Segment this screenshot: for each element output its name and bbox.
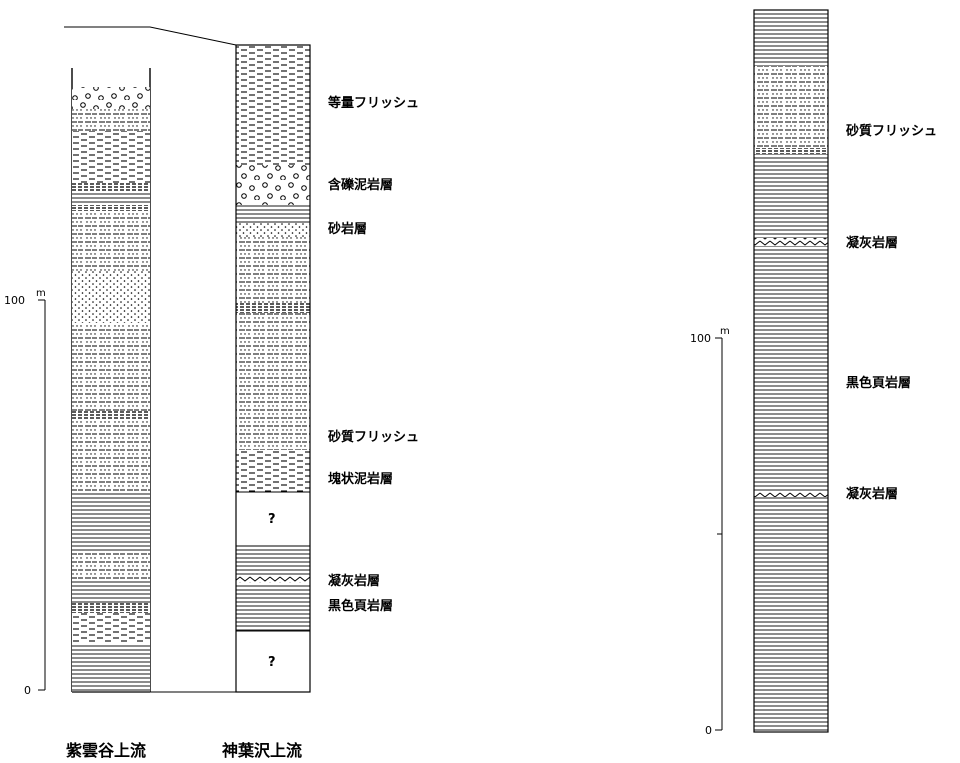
- unknown-mark: ?: [268, 655, 276, 670]
- bed-unknown: [236, 631, 310, 692]
- bed-shale: [754, 154, 828, 238]
- bed-equal-flysch: [236, 45, 310, 165]
- caption-kanba: 神葉沢上流: [222, 741, 302, 760]
- left-scale-bar: 100 m 0: [4, 288, 46, 697]
- bed-dense: [72, 603, 150, 613]
- label-tuff: 凝灰岩層: [328, 573, 380, 589]
- bed-unknown: [236, 492, 310, 546]
- label-massive-mudstone: 塊状泥岩層: [328, 471, 393, 487]
- bed-sandstone: [236, 223, 310, 237]
- bed-shale: [72, 643, 150, 692]
- bed-shale: [72, 579, 150, 603]
- bed-black-shale: [236, 583, 310, 631]
- bed-shale: [754, 497, 828, 732]
- bed-dense: [72, 183, 150, 191]
- bed-flysch: [236, 313, 310, 405]
- bed-flysch: [236, 237, 310, 303]
- right-labels: 砂質フリッシュ 凝灰岩層 黒色頁岩層 凝灰岩層: [845, 123, 937, 502]
- left-scale-tick-100: 100: [4, 294, 25, 307]
- unknown-mark: ?: [268, 512, 276, 527]
- bed-shale: [236, 205, 310, 223]
- label-pebbly-mudstone: 含礫泥岩層: [327, 177, 393, 193]
- caption-shiun: 紫雲谷上流: [66, 741, 146, 760]
- column-right: [753, 9, 829, 733]
- bed-shale: [236, 546, 310, 576]
- bed-sandstone: [72, 271, 150, 323]
- bed-tuff: [236, 576, 310, 583]
- bed-flysch: [72, 419, 150, 491]
- bed-sandy-flysch: [236, 405, 310, 450]
- bed-dense: [236, 303, 310, 313]
- right-scale-unit: m: [720, 326, 730, 337]
- bed-shale: [72, 191, 150, 205]
- column-kanba: ? ? 神葉沢上流: [222, 44, 311, 760]
- bed-sandy-flysch: [754, 66, 828, 152]
- bed-flysch: [72, 109, 150, 131]
- bed-dense: [72, 205, 150, 211]
- bed-black-shale: [754, 246, 828, 492]
- correlation-line: [64, 26, 237, 46]
- bed-dense: [72, 411, 150, 419]
- right-scale-tick-100: 100: [690, 332, 711, 345]
- label-sandstone: 砂岩層: [327, 221, 367, 237]
- label-tuff: 凝灰岩層: [846, 486, 898, 502]
- bed-tuff: [754, 492, 828, 497]
- bed-flysch: [72, 211, 150, 271]
- bed-flysch: [72, 553, 150, 579]
- label-sandy-flysch: 砂質フリッシュ: [327, 429, 419, 445]
- bed-dense: [754, 148, 828, 154]
- kanba-labels: 等量フリッシュ 含礫泥岩層 砂岩層 砂質フリッシュ 塊状泥岩層 凝灰岩層 黒色頁…: [327, 95, 419, 614]
- right-scale-tick-0: 0: [705, 724, 712, 737]
- label-equal-flysch: 等量フリッシュ: [327, 95, 419, 111]
- label-tuff: 凝灰岩層: [846, 235, 898, 251]
- label-black-shale: 黒色頁岩層: [328, 598, 393, 614]
- bed-flysch: [72, 323, 150, 411]
- bed-pebbly: [72, 87, 150, 109]
- left-scale-unit: m: [36, 288, 46, 299]
- label-black-shale: 黒色頁岩層: [846, 375, 911, 391]
- bed-shale: [72, 491, 150, 553]
- bed-tuff: [754, 238, 828, 246]
- right-scale-bar: 100 m 0: [690, 326, 730, 737]
- bed-mudstone: [72, 131, 150, 183]
- bed-shale: [754, 10, 828, 66]
- label-sandy-flysch: 砂質フリッシュ: [845, 123, 937, 139]
- bed-massive-mudstone: [236, 450, 310, 492]
- bed-pebbly-mudstone: [236, 165, 310, 205]
- bed-mudstone: [72, 613, 150, 643]
- column-shiun: 紫雲谷上流: [66, 68, 151, 760]
- left-scale-tick-0: 0: [24, 684, 31, 697]
